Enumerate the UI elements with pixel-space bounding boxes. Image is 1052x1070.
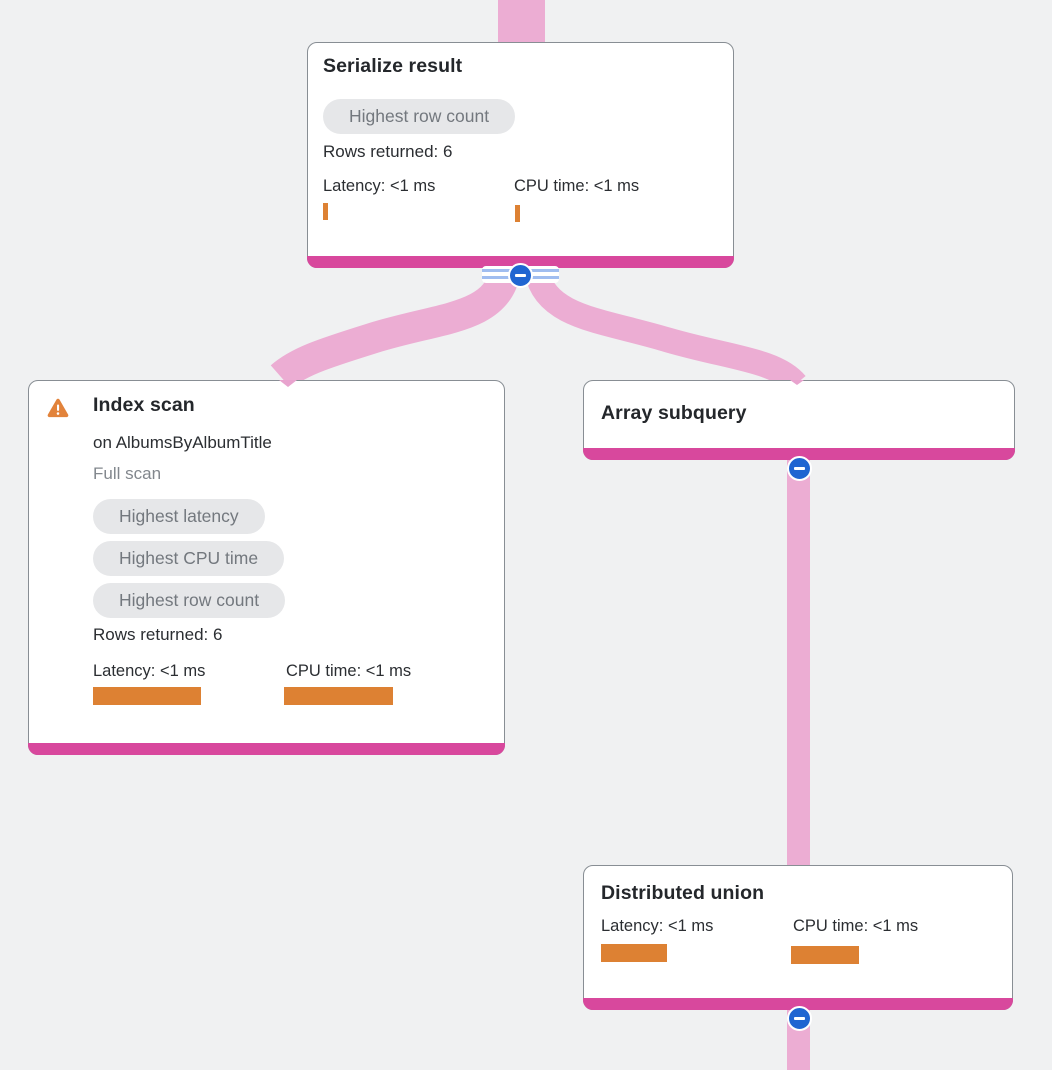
latency-bar: [601, 944, 667, 962]
rows-returned-text: Rows returned: 6: [93, 625, 223, 644]
badge-highest-row-count: Highest row count: [323, 99, 516, 134]
full-scan-note: Full scan: [93, 464, 162, 483]
node-accent-bar: [307, 256, 734, 268]
edge-parent-to-serialize: [498, 0, 545, 46]
cpu-time-label: CPU time: <1 ms: [793, 917, 919, 935]
node-accent-bar: [28, 743, 505, 755]
edge-arrow-tip-array-subquery: [790, 380, 804, 385]
latency-bar: [93, 687, 201, 705]
badge-highest-cpu-time: Highest CPU time: [93, 541, 285, 576]
node-index-scan[interactable]: Index scan on AlbumsByAlbumTitle Full sc…: [28, 380, 505, 755]
node-title: Distributed union: [601, 882, 765, 904]
cpu-time-bar: [515, 205, 520, 222]
cpu-time-label: CPU time: <1 ms: [514, 177, 640, 195]
node-accent-bar: [583, 448, 1015, 460]
badge-highest-latency: Highest latency: [93, 499, 265, 534]
latency-label: Latency: <1 ms: [93, 662, 206, 680]
node-distributed-union[interactable]: Distributed union Latency: <1 ms CPU tim…: [583, 865, 1013, 1010]
node-title: Serialize result: [323, 55, 463, 77]
cpu-time-label: CPU time: <1 ms: [286, 662, 412, 680]
warning-triangle-icon: [47, 398, 69, 418]
node-array-subquery[interactable]: Array subquery: [583, 380, 1015, 460]
collapse-button-distributed-union[interactable]: [787, 1006, 812, 1031]
node-title: Array subquery: [601, 402, 747, 424]
cpu-time-bar: [284, 687, 393, 705]
edge-serialize-to-index-scan: [270, 267, 521, 390]
edge-array-subquery-to-distributed-union: [787, 450, 810, 865]
rows-returned-text: Rows returned: 6: [323, 142, 453, 161]
node-accent-bar: [583, 998, 1013, 1010]
latency-label: Latency: <1 ms: [601, 917, 714, 935]
node-serialize-result[interactable]: Serialize result Highest row count Rows …: [307, 42, 734, 268]
node-subtitle: on AlbumsByAlbumTitle: [93, 433, 272, 452]
collapse-button-array-subquery[interactable]: [787, 456, 812, 481]
latency-label: Latency: <1 ms: [323, 177, 436, 195]
edge-serialize-to-array-subquery: [524, 268, 806, 393]
edge-arrow-tip-index-scan: [279, 380, 297, 387]
badge-highest-row-count: Highest row count: [93, 583, 286, 618]
collapse-button-serialize-result[interactable]: [508, 263, 533, 288]
cpu-time-bar: [791, 946, 859, 964]
node-title: Index scan: [93, 394, 195, 416]
latency-bar: [323, 203, 328, 220]
